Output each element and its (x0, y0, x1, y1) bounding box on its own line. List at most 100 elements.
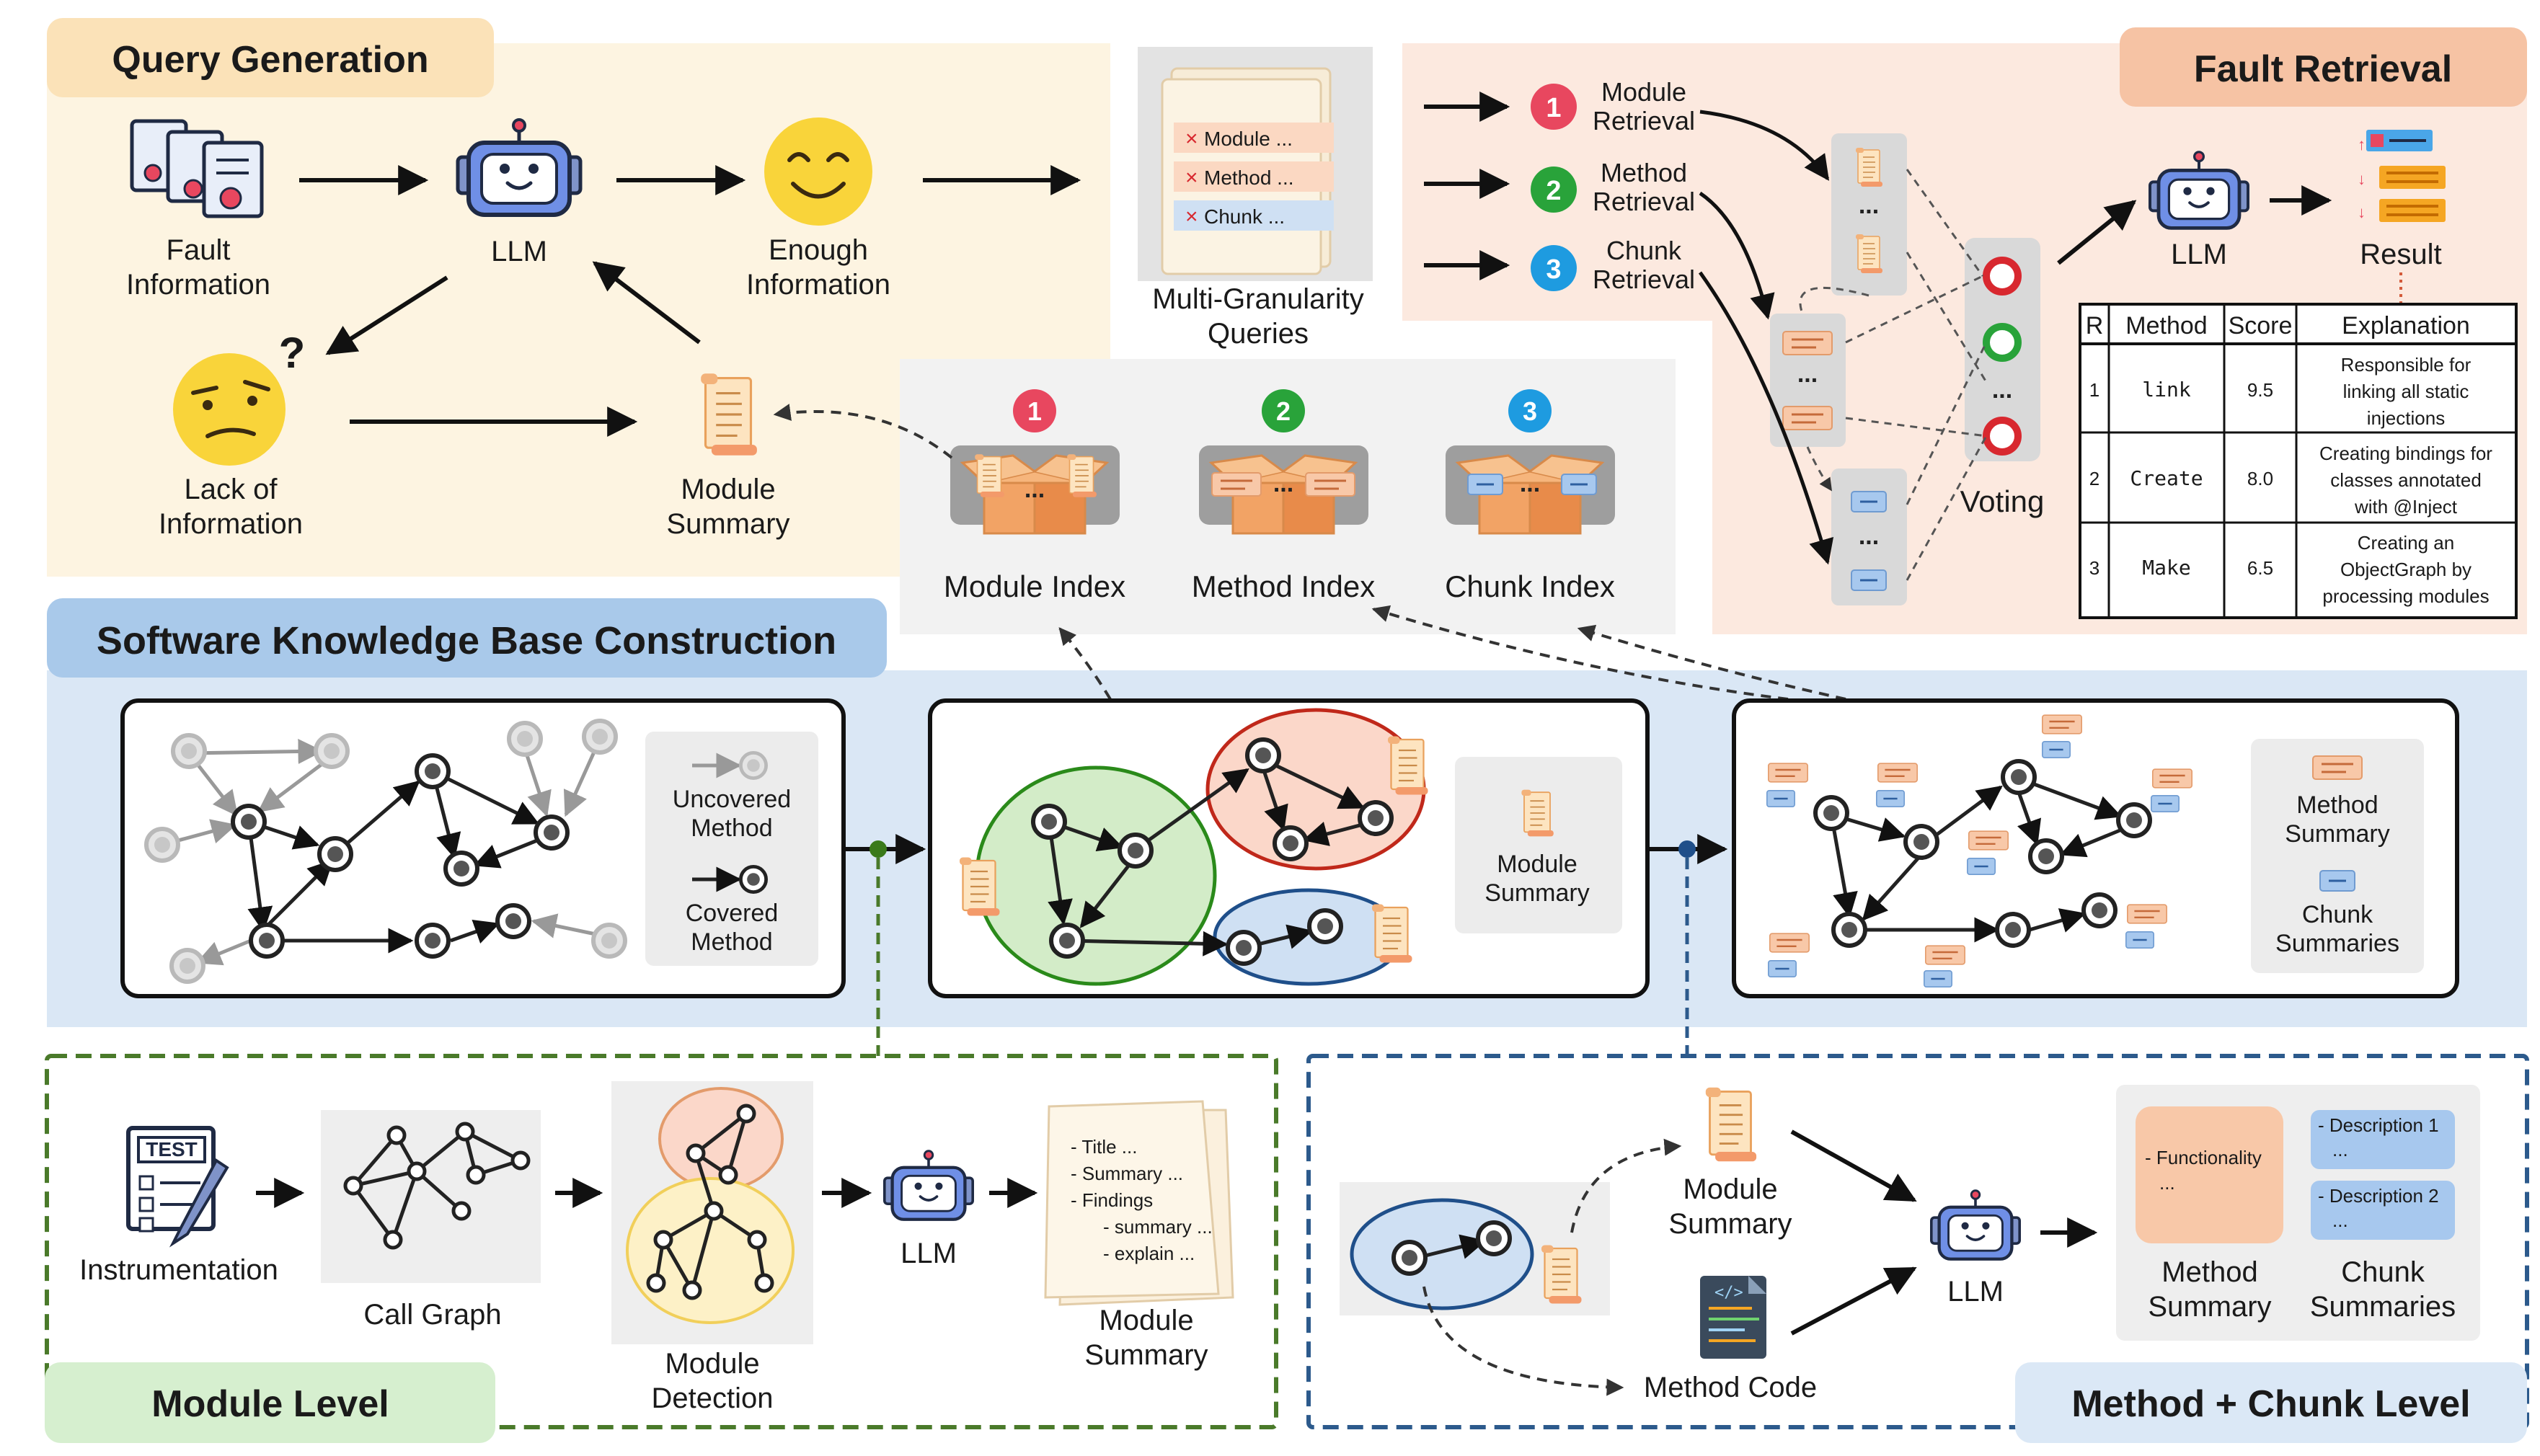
method-retrieval-label-2: Retrieval (1593, 187, 1695, 216)
scroll-icon-cluster-blue (1371, 903, 1413, 964)
code-file-icon: </> (1700, 1276, 1766, 1359)
functionality-ellipsis: ... (2159, 1172, 2175, 1194)
arrow-summary-to-llm (592, 261, 701, 345)
smiley-icon (764, 117, 872, 226)
stack-dash-b (1806, 446, 1833, 492)
query-x-mark-2: × (1185, 166, 1198, 190)
vote-red-1 (1983, 257, 2022, 296)
query-chunk-text: Chunk ... (1204, 205, 1285, 228)
legend-covered-2: Method (691, 928, 772, 956)
scroll-icon (699, 372, 758, 457)
svg-text:...: ... (1797, 360, 1818, 388)
summary-doc-findings: - Findings (1071, 1189, 1153, 1211)
method-summary-output-label: Method (2161, 1256, 2257, 1288)
svg-text:...: ... (1859, 192, 1879, 219)
vote-red-2 (1983, 417, 2022, 456)
arrow-code-to-llm-method (1790, 1266, 1917, 1336)
summary-doc-title: - Title ... (1071, 1136, 1137, 1158)
confused-face-icon (173, 353, 286, 466)
call-graph-icon (343, 1122, 531, 1250)
kb-graph-3 (1829, 776, 2128, 943)
retrieval-num-2-text: 2 (1546, 176, 1561, 206)
retrieval-num-3 (1531, 245, 1577, 291)
robot-icon-module-level (885, 1151, 973, 1220)
dashed-arrow-index-to-summary (773, 404, 953, 459)
fault-information-label-2: Information (126, 269, 270, 301)
module-cluster-green (975, 765, 1217, 986)
retrieval-num-1-text: 1 (1546, 93, 1561, 123)
table-header-explanation: Explanation (2342, 312, 2470, 339)
description-1-ellipsis: ... (2332, 1139, 2348, 1160)
retrieval-num-2 (1531, 167, 1577, 213)
test-clipboard-icon (126, 1126, 229, 1248)
graph-node (316, 735, 348, 767)
query-item-chunk (1174, 200, 1334, 231)
index-number-1: 1 (1027, 396, 1042, 426)
question-mark: ? (279, 329, 306, 377)
summary-doc-summary: - Summary ... (1071, 1163, 1183, 1184)
method-chunk-level-title: Method + Chunk Level (2071, 1383, 2470, 1425)
arrow-chunk-retrieval-to-stack (1698, 271, 1834, 565)
method-code-label: Method Code (1644, 1372, 1817, 1403)
robot-icon-method-level (1931, 1191, 2019, 1259)
legend-uncovered-2: Method (691, 814, 772, 842)
method-index-label: Method Index (1192, 569, 1376, 603)
index-chunk: 3 ... (1446, 389, 1615, 535)
table-row-3-expl-3: processing modules (2322, 585, 2489, 607)
test-label: TEST (146, 1138, 198, 1160)
arrow-summary-to-llm-method (1790, 1129, 1917, 1202)
kb-legend-2 (1455, 757, 1622, 933)
query-x-mark-1: × (1185, 127, 1198, 151)
table-row-1-score: 9.5 (2247, 379, 2273, 401)
graph-node (172, 950, 203, 982)
legend-method-summary: Method (2296, 791, 2378, 819)
svg-text:...: ... (1025, 476, 1045, 503)
method-summary-output-label-2: Summary (2148, 1291, 2271, 1323)
graph-node (497, 905, 529, 937)
graph-node (417, 755, 448, 787)
summary-document-icon (1044, 1100, 1234, 1306)
svg-text:↑: ↑ (2358, 136, 2366, 154)
query-item-method (1174, 161, 1334, 192)
summary-doc-findings-explain: - explain ... (1103, 1243, 1195, 1264)
method-chunk-level-title-tab (2015, 1362, 2527, 1443)
module-detection-label-2: Detection (652, 1382, 774, 1414)
index-number-2: 2 (1276, 396, 1291, 426)
retrieval-num-3-text: 3 (1546, 254, 1561, 285)
module-level-title-tab (45, 1362, 495, 1443)
chunk-retrieval-label: Chunk (1606, 236, 1682, 265)
module-level-title: Module Level (151, 1383, 389, 1425)
functionality-text: - Functionality (2145, 1147, 2262, 1168)
table-row-3-expl-2: ObjectGraph by (2340, 559, 2472, 580)
dashed-arrow-to-module-summary (1570, 1138, 1682, 1233)
chunk-index-label: Chunk Index (1445, 569, 1615, 603)
vote-green (1983, 323, 2022, 362)
table-row-3-r: 3 (2089, 557, 2099, 579)
graph-node (509, 723, 541, 755)
arrow-module-retrieval-to-stack (1699, 110, 1830, 181)
llm-label-module-level: LLM (900, 1238, 957, 1269)
description-2-ellipsis: ... (2332, 1209, 2348, 1231)
dashed-arrow-to-method-code (1422, 1286, 1624, 1396)
table-row-3-expl-1: Creating an (2358, 532, 2454, 554)
graph-node (319, 838, 351, 870)
arrow-llm-to-lack (325, 275, 448, 355)
chunk-retrieval-label-2: Retrieval (1593, 265, 1695, 294)
description-1-text: - Description 1 (2318, 1114, 2439, 1136)
kb-legend-3 (2251, 739, 2424, 973)
description-2-card (2311, 1181, 2455, 1240)
method-chunk-level-box (1306, 1054, 2529, 1429)
chunk-summaries-output-label-2: Summaries (2310, 1291, 2456, 1323)
fault-retrieval-title: Fault Retrieval (2194, 48, 2452, 90)
queries-label: Multi-Granularity (1152, 283, 1363, 315)
functionality-card (2136, 1106, 2283, 1243)
table-row-1-r: 1 (2089, 379, 2099, 401)
scroll-icon-cluster-green (958, 856, 1001, 917)
table-row-2-expl-2: classes annotated (2330, 469, 2482, 491)
graph-node (251, 925, 283, 956)
query-item-module (1174, 123, 1334, 153)
detection-cluster-yellow (626, 1177, 795, 1324)
method-module-cluster (1350, 1198, 1534, 1310)
scroll-icon-method-level (1704, 1086, 1758, 1163)
